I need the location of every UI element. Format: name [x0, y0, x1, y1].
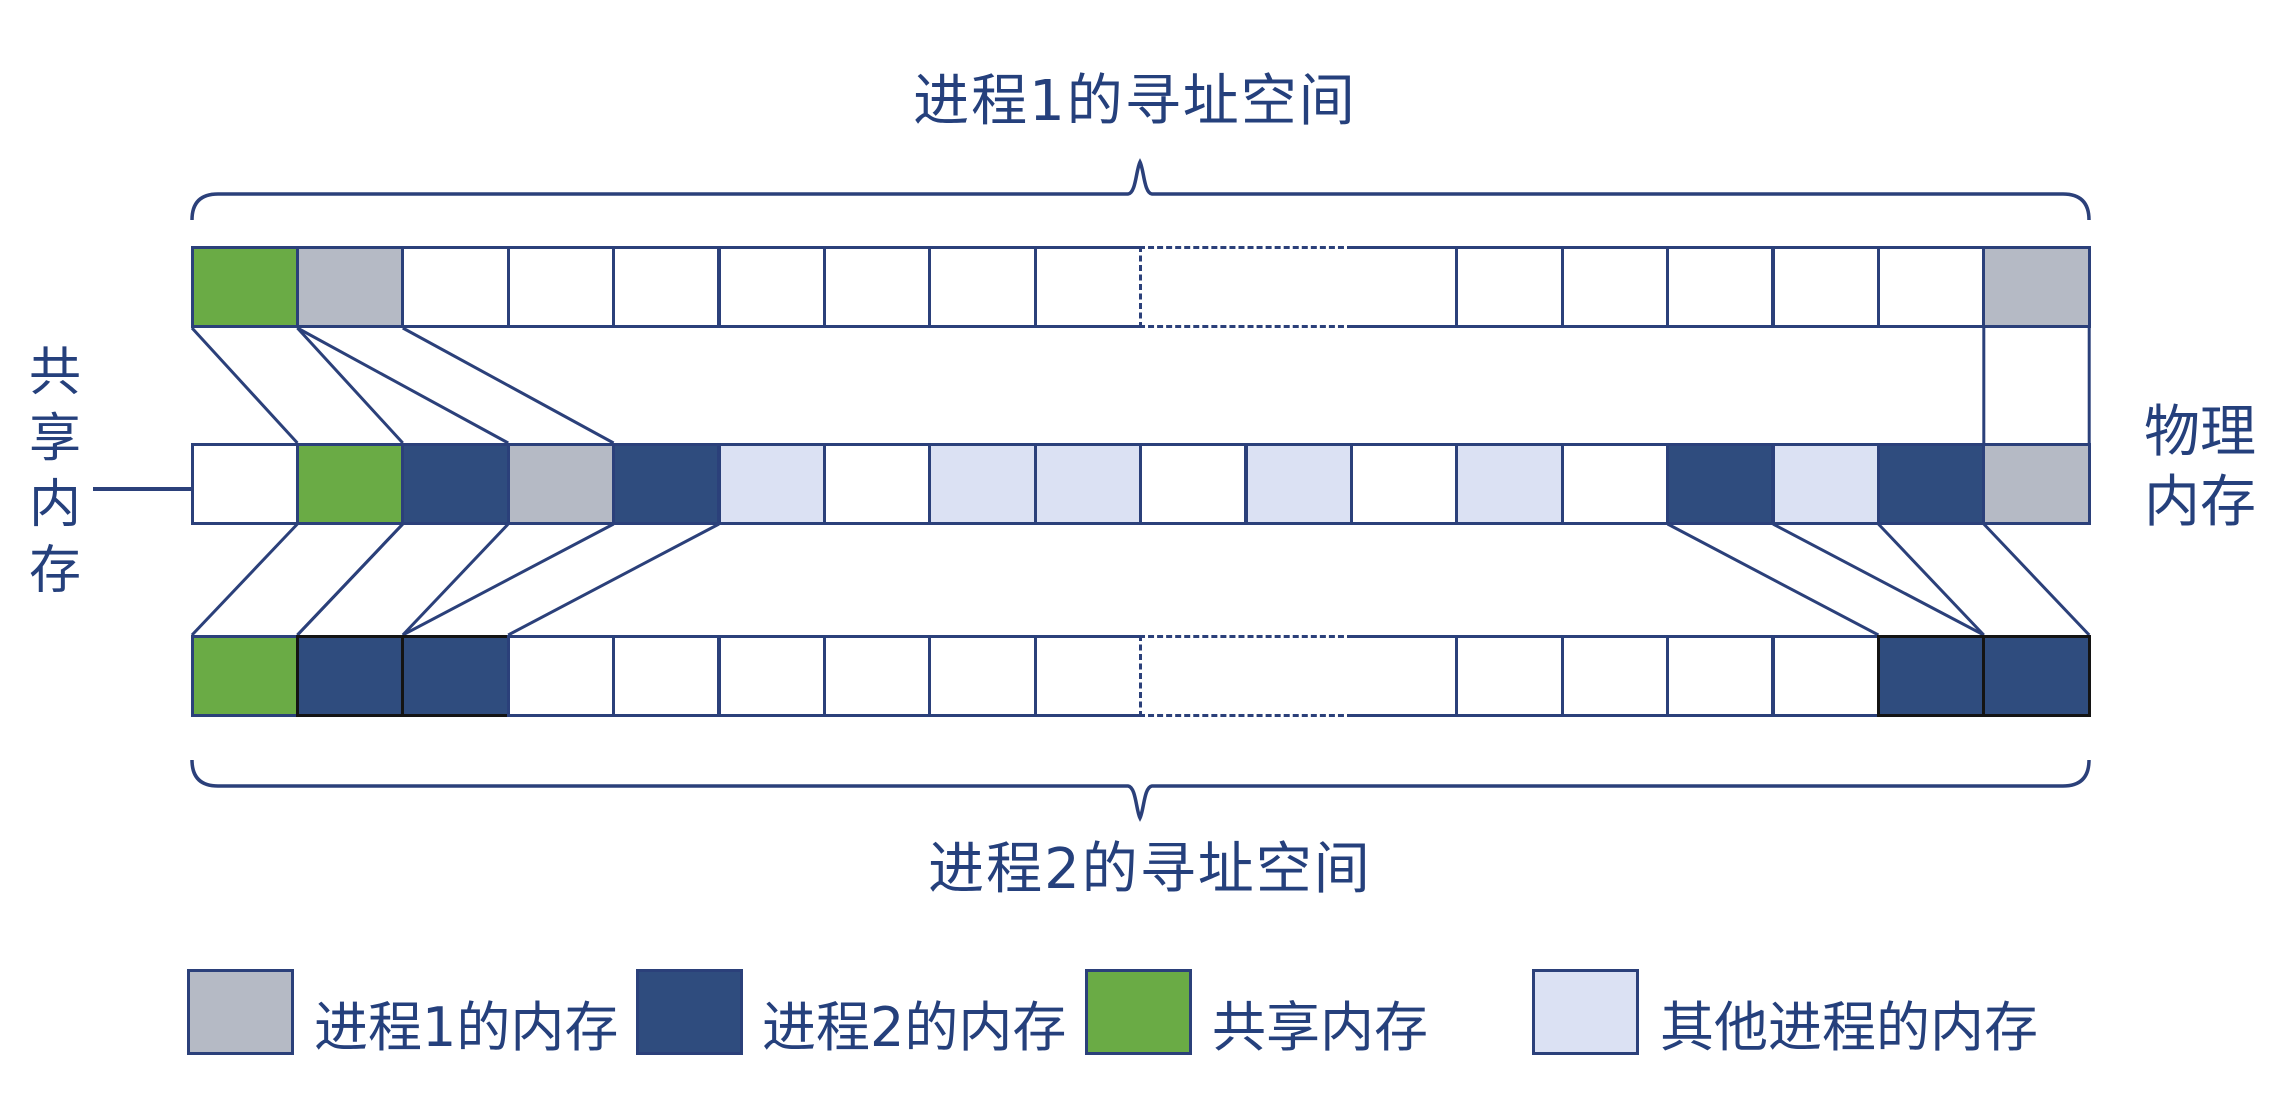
physical-cell-10	[1244, 443, 1353, 525]
process1-cell-5	[717, 246, 826, 328]
process1-cell-6	[822, 246, 932, 328]
bottom-brace	[190, 759, 2091, 822]
process1-cell-17	[1982, 246, 2091, 328]
legend-label-other: 其他进程的内存	[1660, 996, 2038, 1059]
process2-cell-13	[1560, 635, 1670, 717]
process1-cell-14	[1666, 246, 1775, 328]
map-p1-1-left	[296, 326, 509, 445]
map-p2-4-left	[1877, 522, 1985, 637]
physical-cell-14	[1666, 443, 1775, 525]
physical-memory-label: 物理 内存	[2144, 400, 2256, 535]
map-p2-0-left	[190, 522, 299, 637]
process1-cell-0	[190, 246, 299, 328]
legend-swatch-process2	[636, 969, 743, 1055]
physical-cell-11	[1349, 443, 1459, 525]
map-p2-2-right	[507, 522, 720, 637]
process2-cell-14	[1666, 635, 1775, 717]
process1-cell-1	[295, 246, 405, 328]
physical-cell-5	[717, 443, 826, 525]
process1-cell-13	[1560, 246, 1670, 328]
process2-cell-8	[1033, 635, 1143, 717]
physical-cell-8	[1033, 443, 1143, 525]
process2-cell-3	[506, 635, 616, 717]
process1-cell-16	[1876, 246, 1986, 328]
legend-swatch-other	[1532, 969, 1639, 1055]
physical-cell-16	[1876, 443, 1986, 525]
legend-label-process1: 进程1的内存	[314, 996, 619, 1059]
physical-cell-6	[822, 443, 932, 525]
map-p2-1-right	[401, 522, 510, 637]
process1-cell-4	[612, 246, 721, 328]
process1-ellipsis-gap	[1139, 246, 1353, 328]
physical-cell-0	[190, 443, 299, 525]
legend-label-process2: 进程2的内存	[762, 996, 1067, 1059]
map-p2-2-left	[402, 522, 615, 637]
process2-cell-15	[1771, 635, 1880, 717]
physical-cell-7	[928, 443, 1037, 525]
physical-cell-3	[506, 443, 616, 525]
physical-cell-15	[1771, 443, 1880, 525]
process1-cell-15	[1771, 246, 1880, 328]
process2-cell-0	[190, 635, 299, 717]
process1-cell-2	[401, 246, 510, 328]
legend-label-shared: 共享内存	[1212, 996, 1428, 1059]
legend-swatch-shared	[1085, 969, 1192, 1055]
process2-cell-11	[1349, 635, 1459, 717]
physical-cell-4	[612, 443, 721, 525]
physical-cell-12	[1455, 443, 1564, 525]
top-brace	[190, 158, 2091, 221]
process2-cell-16	[1876, 635, 1986, 717]
process2-cell-2	[401, 635, 510, 717]
process1-cell-12	[1455, 246, 1564, 328]
process2-address-space-title: 进程2的寻址空间	[928, 837, 1372, 902]
map-p1-1-right	[402, 326, 615, 445]
process2-cell-17	[1982, 635, 2091, 717]
map-p2-3-left	[1666, 522, 1880, 637]
process2-cell-7	[928, 635, 1037, 717]
process1-cell-7	[928, 246, 1037, 328]
process2-cell-4	[612, 635, 721, 717]
process1-cell-3	[506, 246, 616, 328]
process1-address-space-title: 进程1的寻址空间	[913, 69, 1357, 134]
physical-cell-2	[401, 443, 510, 525]
map-p1-0-right	[296, 326, 404, 445]
process2-cell-5	[717, 635, 826, 717]
map-p2-4-right	[1982, 522, 2091, 637]
process1-cell-8	[1033, 246, 1143, 328]
map-p2-3-right	[1772, 522, 1985, 637]
map-p1-0-left	[190, 326, 299, 445]
physical-cell-13	[1560, 443, 1670, 525]
shared-memory-label: 共 享 内 存	[28, 343, 81, 601]
process2-cell-6	[822, 635, 932, 717]
map-p2-1-left	[296, 522, 404, 637]
process2-cell-1	[295, 635, 405, 717]
process2-cell-12	[1455, 635, 1564, 717]
legend-swatch-process1	[187, 969, 294, 1055]
process1-cell-11	[1349, 246, 1459, 328]
physical-cell-1	[295, 443, 405, 525]
physical-cell-9	[1139, 443, 1248, 525]
physical-cell-17	[1982, 443, 2091, 525]
process2-ellipsis-gap	[1139, 635, 1353, 717]
